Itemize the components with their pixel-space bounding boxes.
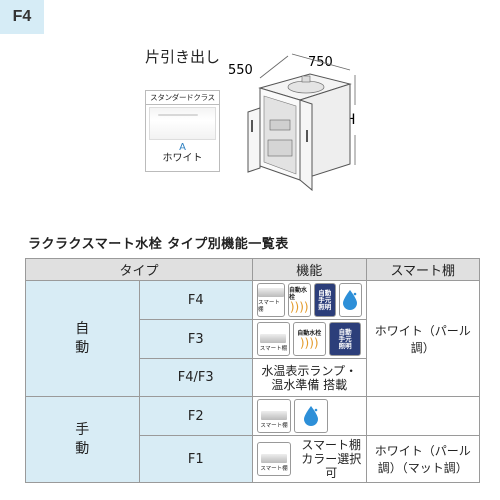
- width-dimension: 750: [308, 55, 333, 70]
- depth-dimension: 550: [228, 63, 253, 78]
- auto-faucet-icon: 自動水栓)))): [292, 322, 326, 356]
- table-row: F1 スマート棚 スマート棚 カラー選択可 ホワイト（パール調）（マット調）: [26, 435, 480, 483]
- table-row: 手 動 F2 スマート棚: [25, 396, 480, 483]
- function-table: タイプ 機能 スマート棚 自 動 F4 スマート棚 自動水栓)))) 自動 手元…: [25, 258, 480, 483]
- hand-light-icon: 自動 手元 照明: [313, 283, 336, 317]
- table-row: 自 動 F4 スマート棚 自動水栓)))) 自動 手元 照明 ホワイト（パール調…: [25, 280, 480, 397]
- col-header-type: タイプ: [25, 258, 253, 281]
- smart-shelf-icon: スマート棚: [257, 322, 290, 356]
- function-text: スマート棚 カラー選択可: [301, 438, 362, 480]
- group-auto: 自 動: [25, 280, 140, 397]
- col-header-shelf: スマート棚: [365, 258, 480, 281]
- type-cell: F4: [138, 280, 253, 320]
- function-cell: スマート棚 スマート棚 カラー選択可: [252, 435, 367, 483]
- auto-faucet-icon: 自動水栓)))): [288, 283, 311, 317]
- table-row: F3 スマート棚 自動水栓)))) 自動 手元 照明: [26, 319, 480, 359]
- swatch-name: ホワイト: [162, 153, 203, 164]
- swatch-code: A: [179, 142, 186, 153]
- water-drop-icon: [294, 399, 328, 433]
- drawer-type-label: 片引き出し: [145, 48, 221, 66]
- col-header-function: 機能: [252, 258, 367, 281]
- white-swatch: [149, 107, 216, 140]
- type-cell: F3: [138, 319, 253, 359]
- section-title: ラクラクスマート水栓 タイプ別機能一覧表: [28, 237, 289, 252]
- smart-shelf-icon: スマート棚: [257, 399, 291, 433]
- function-cell: 水温表示ランプ・ 温水準備 搭載: [252, 358, 367, 397]
- smart-shelf-icon: スマート棚: [257, 442, 291, 476]
- shelf-cell-empty: [365, 396, 480, 436]
- function-cell: スマート棚: [252, 396, 367, 436]
- type-cell: F4/F3: [138, 358, 253, 397]
- shelf-cell-f1: ホワイト（パール調）（マット調）: [365, 435, 480, 483]
- vanity-cabinet-illustration: 550 750 H: [228, 53, 356, 192]
- type-cell: F1: [138, 435, 253, 483]
- group-manual: 手 動: [25, 396, 140, 483]
- function-text: 水温表示ランプ・ 温水準備 搭載: [261, 363, 358, 392]
- function-cell: スマート棚 自動水栓)))) 自動 手元 照明: [252, 280, 367, 320]
- table-header-row: タイプ 機能 スマート棚: [25, 258, 480, 281]
- function-cell: スマート棚 自動水栓)))) 自動 手元 照明: [252, 319, 367, 359]
- color-swatch-card: スタンダードクラス A ホワイト: [145, 90, 220, 172]
- swatch-class-label: スタンダードクラス: [146, 91, 219, 105]
- smart-shelf-icon: スマート棚: [257, 283, 285, 317]
- water-drop-icon: [339, 283, 362, 317]
- shelf-cell-auto: ホワイト（パール調）: [365, 280, 480, 397]
- hand-light-icon: 自動 手元 照明: [328, 322, 362, 356]
- series-badge: F4: [0, 0, 44, 34]
- type-cell: F2: [138, 396, 253, 436]
